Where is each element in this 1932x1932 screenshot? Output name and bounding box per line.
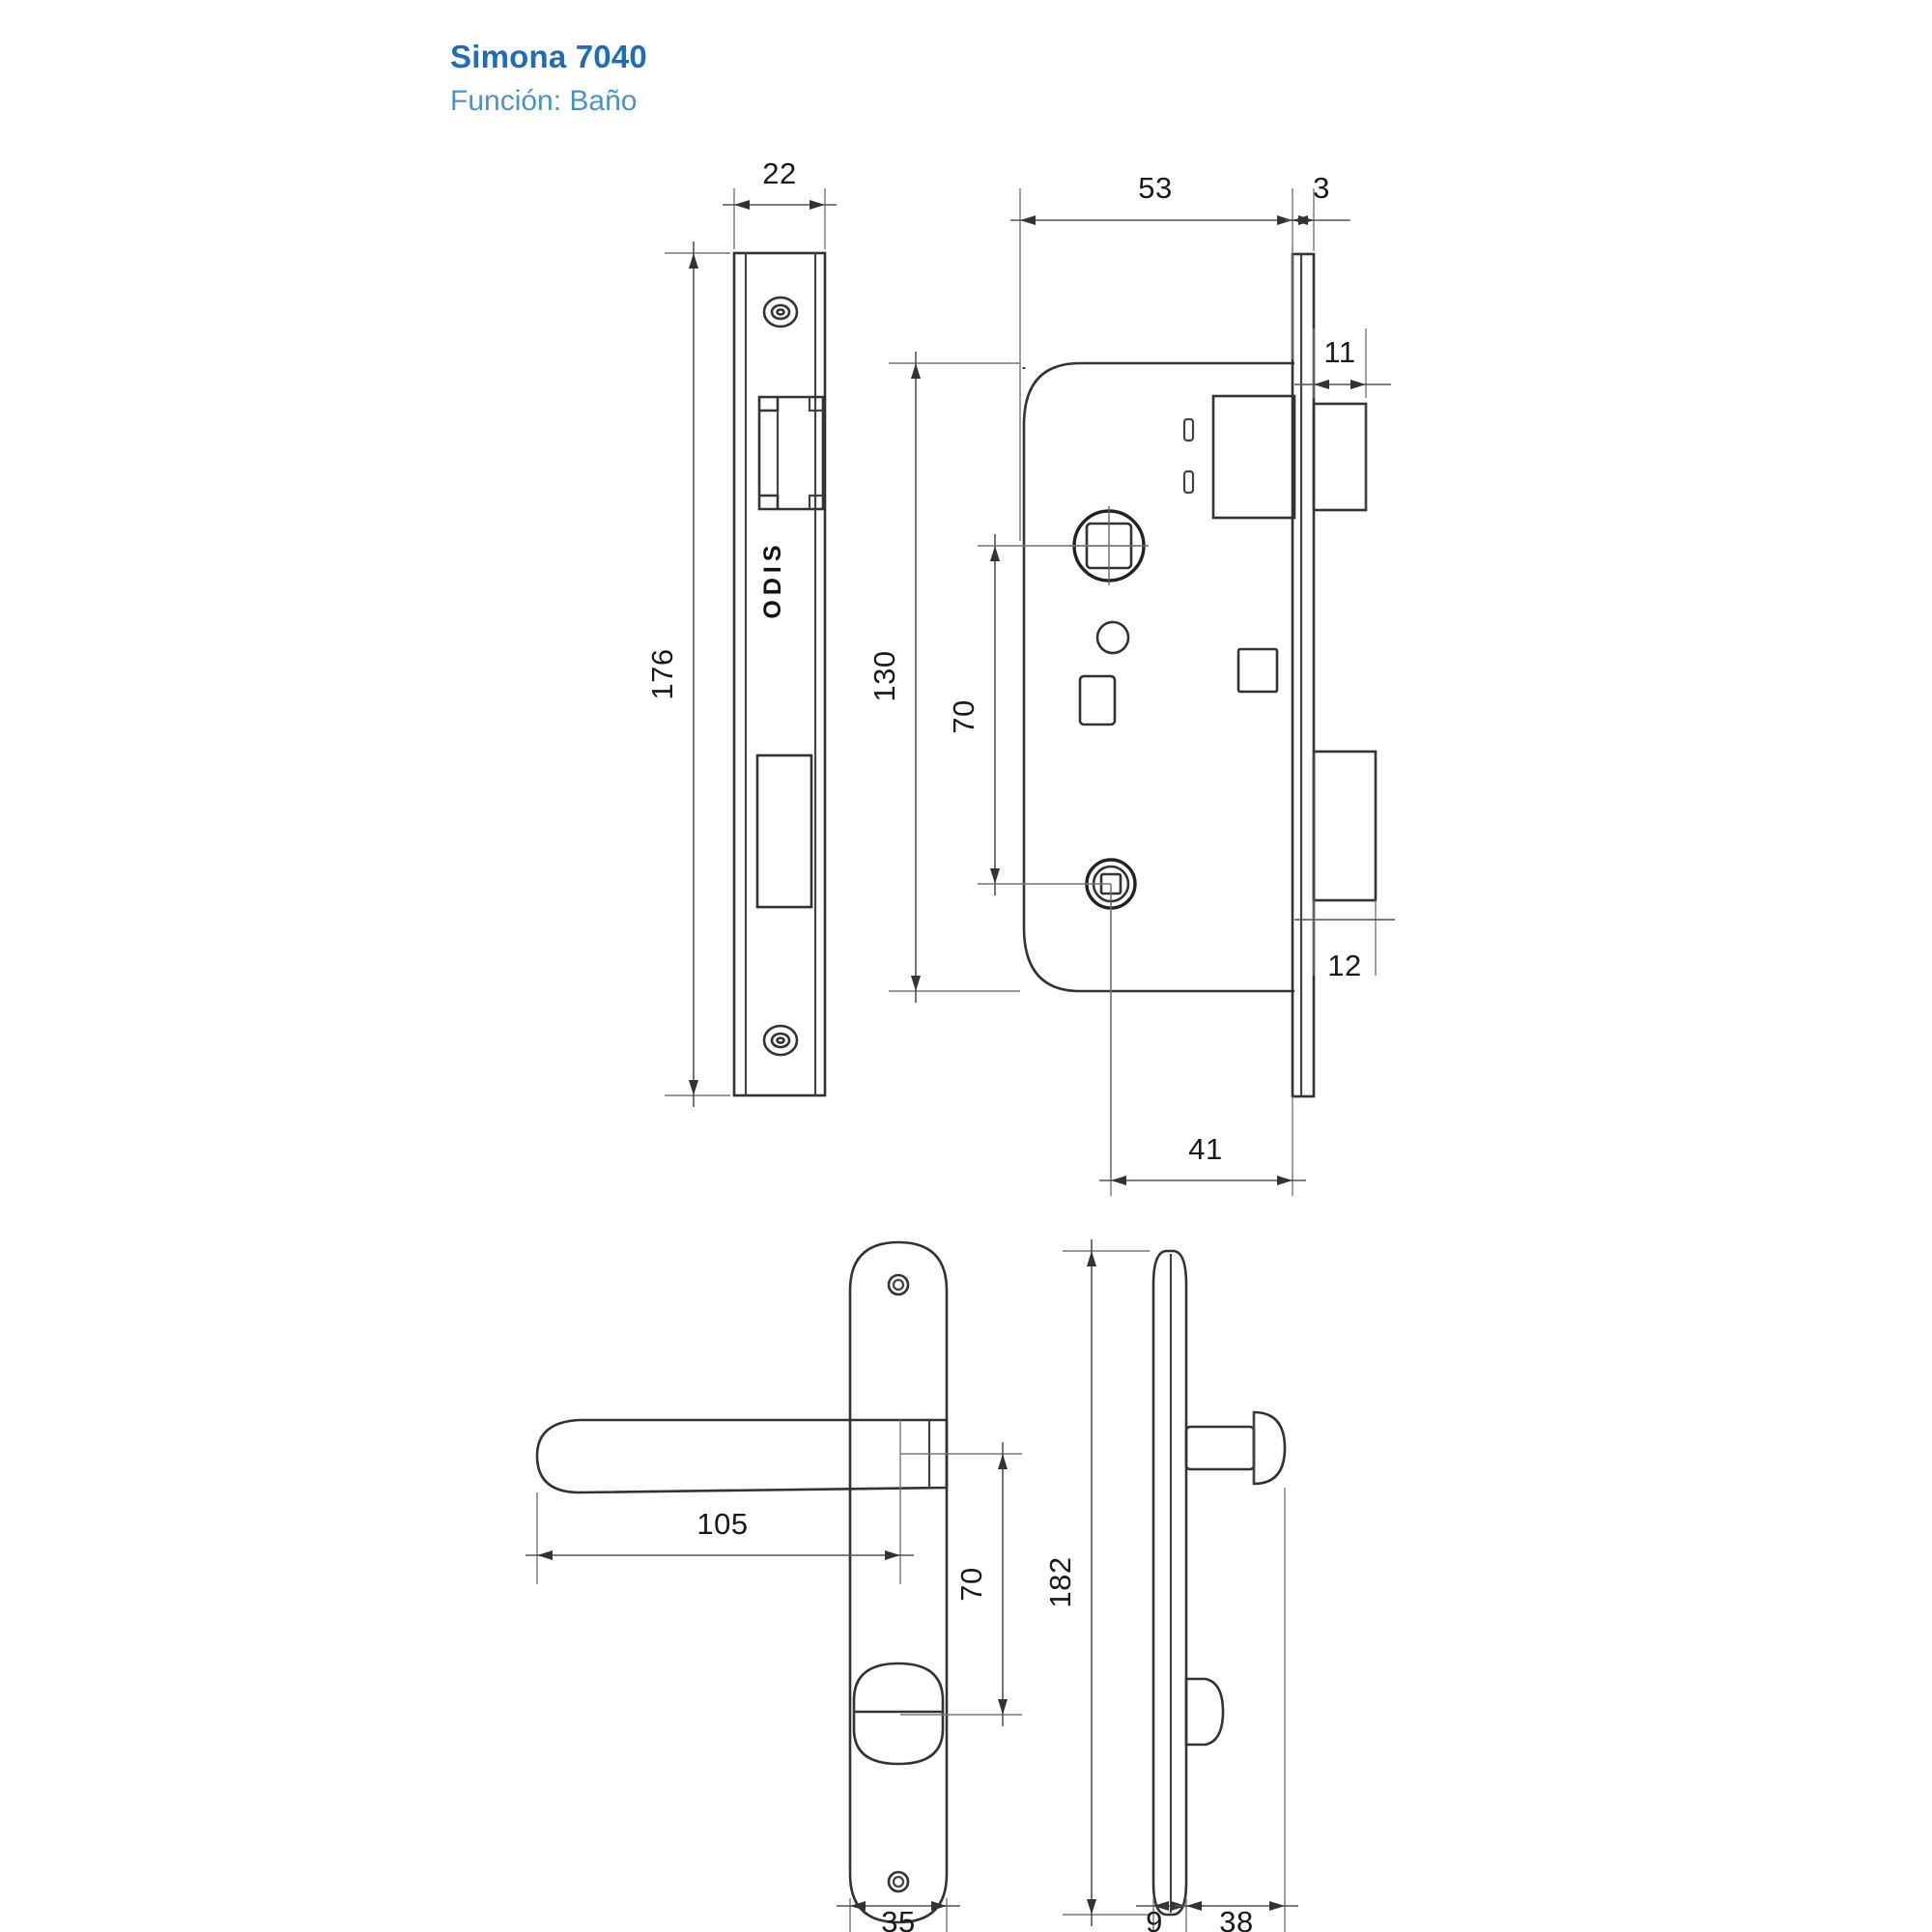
plate-side-outline	[1151, 1249, 1188, 1917]
small-rect-hole	[1078, 674, 1117, 726]
dimension-53: 53	[1010, 171, 1306, 541]
dim-label-182: 182	[1043, 1556, 1077, 1607]
dim-label-12: 12	[1327, 949, 1361, 982]
dimension-70-body: 70	[947, 534, 1111, 895]
mid-rect-hole	[1236, 647, 1279, 694]
thumb-turn-side	[1184, 1677, 1225, 1747]
plate-screw-bottom	[887, 1870, 910, 1893]
dimension-12: 12	[1294, 900, 1395, 982]
lever-body	[535, 1418, 949, 1494]
dim-label-70-plate: 70	[954, 1567, 988, 1601]
dead-bolt	[1312, 750, 1378, 902]
dimension-38: 38	[1175, 1488, 1298, 1932]
page-subtitle: Función: Baño	[450, 85, 638, 118]
dim-label-105: 105	[696, 1507, 748, 1541]
small-round-hole	[1095, 620, 1130, 655]
dimension-35: 35	[837, 1898, 960, 1932]
dimension-105: 105	[526, 1420, 914, 1584]
dim-label-41: 41	[1188, 1132, 1222, 1166]
faceplate-brand-text: ODIS	[759, 540, 786, 618]
dim-label-70-body: 70	[947, 699, 980, 733]
dim-label-9: 9	[1146, 1905, 1163, 1932]
title-block: Simona 7040 Función: Baño	[450, 37, 647, 120]
dimension-22: 22	[723, 156, 837, 249]
lever-side-profile	[1184, 1410, 1287, 1486]
view-lock-body: 53 3 11	[867, 171, 1395, 1196]
faceplate-deadbolt-cutout	[755, 753, 813, 909]
lock-case-outline	[1022, 361, 1294, 993]
thumb-turn-front	[852, 1662, 945, 1766]
thumb-turn-body	[852, 1662, 945, 1766]
dimension-176: 176	[645, 242, 730, 1107]
view-faceplate: ODIS 22	[645, 156, 837, 1107]
back-plate-outline	[848, 1240, 949, 1924]
dim-label-176: 176	[645, 648, 679, 699]
latch-bolt	[1182, 394, 1368, 520]
dimension-11: 11	[1294, 328, 1391, 398]
dim-label-130: 130	[867, 650, 901, 701]
view-handle-plate: 105 70 35	[526, 1240, 1022, 1932]
dim-label-3: 3	[1313, 171, 1330, 205]
dimension-70-plate: 70	[900, 1442, 1022, 1726]
faceplate-outline	[732, 251, 827, 1097]
lever-handle	[535, 1418, 949, 1494]
view-handle-side: 182 9 38	[1043, 1239, 1298, 1932]
plate-screw-top	[887, 1273, 910, 1296]
dim-label-35: 35	[881, 1905, 915, 1932]
faceplate-screw-bottom	[762, 1024, 799, 1057]
dim-label-11: 11	[1323, 335, 1355, 369]
faceplate-screw-top	[762, 296, 799, 328]
dim-label-22: 22	[762, 156, 796, 190]
lock-faceplate-strip	[1291, 252, 1316, 1098]
dim-label-38: 38	[1219, 1905, 1253, 1932]
faceplate-latch-cutout	[757, 395, 825, 511]
dimension-3: 3	[1285, 171, 1350, 251]
dim-label-53: 53	[1138, 171, 1172, 205]
dimension-41: 41	[1099, 908, 1306, 1196]
dimension-130: 130	[867, 352, 1020, 1003]
dimension-182: 182	[1043, 1239, 1150, 1926]
page-title: Simona 7040	[450, 39, 647, 74]
